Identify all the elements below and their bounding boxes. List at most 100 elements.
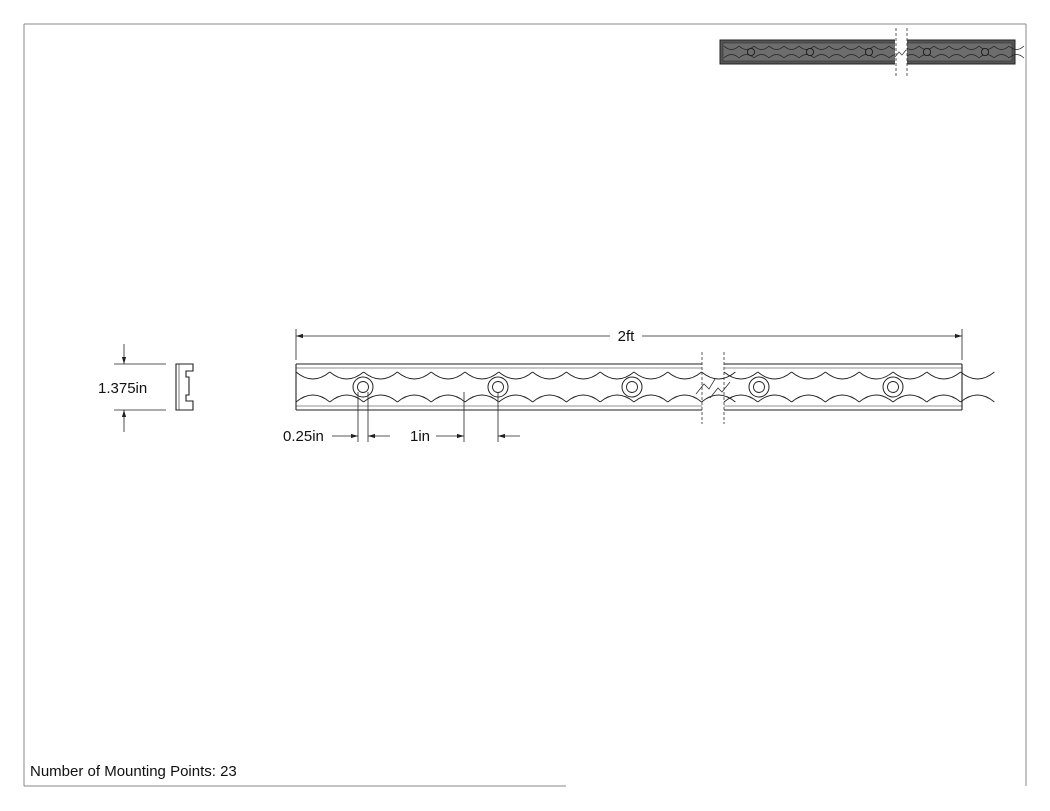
length-dimension <box>295 329 963 360</box>
scallop-top <box>892 371 928 380</box>
thumbnail-scallop-top <box>843 45 860 50</box>
track-end-profile <box>175 363 194 411</box>
thumbnail-scallop-bottom <box>723 54 740 59</box>
scallop-top <box>430 371 466 380</box>
scallop-top <box>295 371 331 380</box>
thumbnail-scallop-top <box>738 45 755 50</box>
height-dimension-label: 1.375in <box>98 380 147 397</box>
hole-spacing-label: 1in <box>410 428 430 445</box>
scallop-bottom <box>825 394 860 403</box>
mounting-hole-outer <box>882 376 904 398</box>
scallop-bottom <box>464 394 500 403</box>
thumbnail-scallop-bottom <box>828 54 845 59</box>
sheet-border <box>23 23 1027 787</box>
scallop-bottom <box>757 394 792 403</box>
scallop-top <box>858 371 894 380</box>
scallop-bottom <box>532 394 567 403</box>
scallop-top <box>926 371 961 380</box>
thumbnail-scallop-top <box>873 45 890 50</box>
scallop-bottom <box>791 394 826 403</box>
track-thumbnail <box>719 28 1025 76</box>
break-lines <box>695 352 731 424</box>
scallop-top <box>723 371 759 380</box>
thumbnail-scallop-bottom <box>753 54 770 59</box>
thumbnail-scallop-top <box>783 45 800 50</box>
thumbnail-scallop-top <box>948 45 965 50</box>
thumbnail-scallop-top <box>813 45 830 50</box>
length-dimension-label: 2ft <box>618 328 636 345</box>
mounting-holes <box>352 376 904 398</box>
scallop-top <box>397 371 432 380</box>
thumbnail-scallop-bottom <box>843 54 860 59</box>
scallop-bottom <box>858 394 894 403</box>
scallop-bottom <box>363 394 398 403</box>
scallop-top <box>791 371 826 380</box>
thumbnail-scallop-bottom <box>948 54 965 59</box>
thumbnail-scallop-top <box>1008 45 1025 50</box>
scallop-top <box>633 371 669 380</box>
scallop-top <box>498 371 533 380</box>
thumbnail-scallop-bottom <box>768 54 785 59</box>
scallop-bottom <box>633 394 669 403</box>
scallop-top <box>960 371 995 380</box>
mounting-hole-outer <box>748 376 770 398</box>
thumbnail-hole <box>981 48 990 57</box>
thumbnail-holes <box>747 48 990 57</box>
thumbnail-scallop-bottom <box>933 54 950 59</box>
scallop-top <box>825 371 860 380</box>
thumbnail-scallop-top <box>993 45 1010 50</box>
thumbnail-scallop-top <box>828 45 845 50</box>
mounting-hole-inner <box>753 381 765 393</box>
scallop-bottom <box>498 394 533 403</box>
thumbnail-scallop-bottom <box>738 54 755 59</box>
scallop-bottom <box>892 394 928 403</box>
scallop-bottom <box>926 394 961 403</box>
thumbnail-hole <box>923 48 932 57</box>
scallop-top <box>757 371 792 380</box>
thumbnail-hole <box>865 48 874 57</box>
scallop-top <box>566 371 601 380</box>
track-scallops <box>295 371 995 403</box>
mounting-hole-inner <box>887 381 899 393</box>
thumbnail-scallop-bottom <box>783 54 800 59</box>
thumbnail-scallop-bottom <box>813 54 830 59</box>
height-dimension <box>114 344 166 432</box>
hole-offset-dimension <box>332 392 390 442</box>
thumbnail-scallop-bottom <box>993 54 1010 59</box>
scallop-top <box>363 371 398 380</box>
scallop-bottom <box>397 394 432 403</box>
thumbnail-scallop-top <box>963 45 980 50</box>
mounting-hole-inner <box>626 381 638 393</box>
thumbnail-scallop-top <box>933 45 950 50</box>
scallop-top <box>701 371 736 380</box>
thumbnail-scallop-top <box>753 45 770 50</box>
scallop-top <box>667 371 702 380</box>
scallop-bottom <box>599 394 635 403</box>
scallop-bottom <box>667 394 702 403</box>
scallop-bottom <box>960 394 995 403</box>
hole-spacing-dimension <box>436 392 520 442</box>
thumbnail-scallop-bottom <box>963 54 980 59</box>
scallop-bottom <box>701 394 736 403</box>
scallop-top <box>599 371 635 380</box>
track-front-view <box>295 352 995 424</box>
scallop-bottom <box>295 394 331 403</box>
thumbnail-hole <box>806 48 815 57</box>
scallop-top <box>464 371 500 380</box>
scallop-top <box>329 371 364 380</box>
mounting-hole-outer <box>352 376 374 398</box>
thumbnail-scallop-top <box>798 45 815 50</box>
hole-offset-label: 0.25in <box>283 428 324 445</box>
scallop-top <box>532 371 567 380</box>
mounting-hole-outer <box>621 376 643 398</box>
scallop-bottom <box>430 394 466 403</box>
thumbnail-scallop-bottom <box>1008 54 1025 59</box>
thumbnail-scallop-top <box>723 45 740 50</box>
thumbnail-scallop-bottom <box>873 54 890 59</box>
scallop-bottom <box>329 394 364 403</box>
scallop-bottom <box>723 394 759 403</box>
thumbnail-hole <box>747 48 756 57</box>
thumbnail-scallop-top <box>768 45 785 50</box>
mounting-hole-inner <box>357 381 369 393</box>
